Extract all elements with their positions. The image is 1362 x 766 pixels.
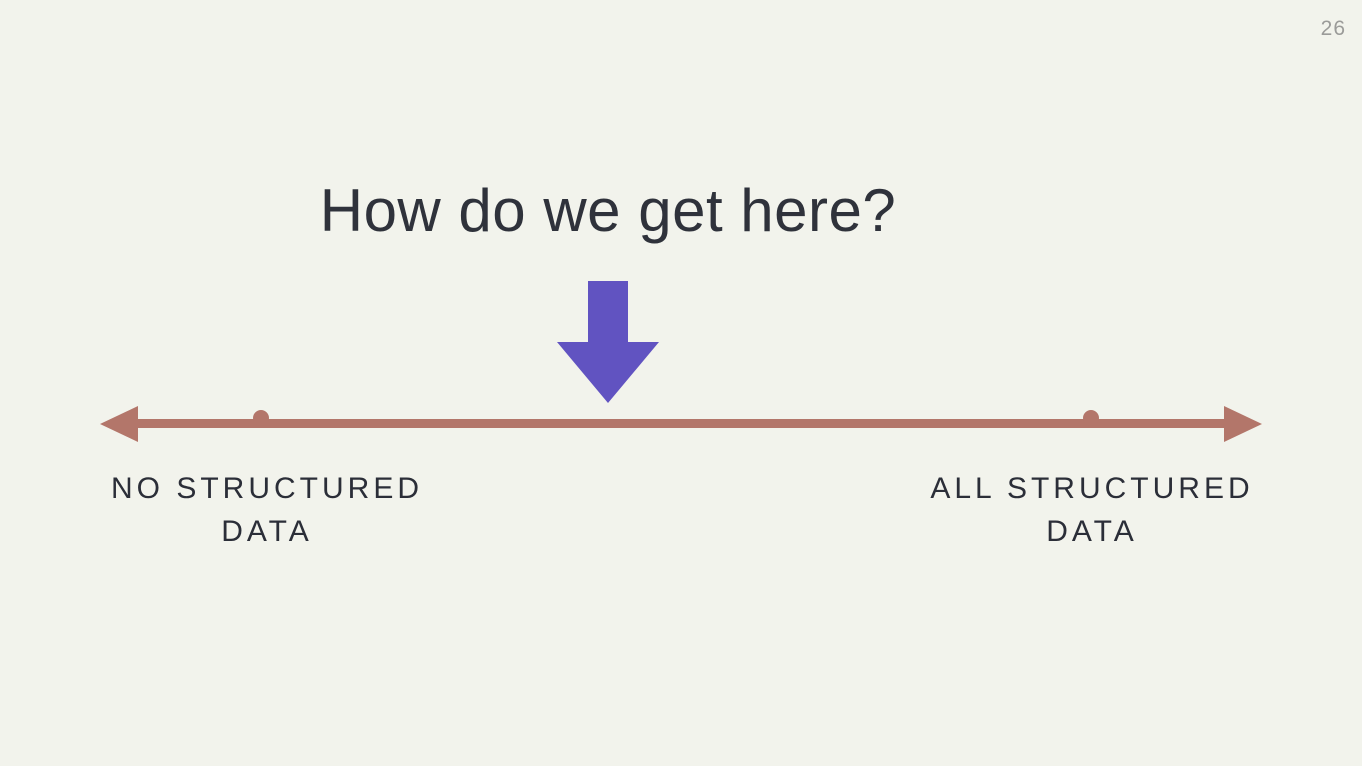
right-endpoint-label-line1: ALL STRUCTURED — [930, 472, 1254, 505]
left-arrowhead-icon — [100, 406, 138, 442]
down-arrow-icon — [557, 281, 659, 403]
right-endpoint-marker-icon — [1083, 410, 1099, 426]
left-endpoint-label-line1: NO STRUCTURED — [111, 472, 423, 505]
left-endpoint-label-line2: DATA — [221, 515, 313, 548]
right-endpoint-label: ALL STRUCTURED DATA — [887, 467, 1297, 553]
left-endpoint-marker-icon — [253, 410, 269, 426]
right-arrowhead-icon — [1224, 406, 1262, 442]
right-endpoint-label-line2: DATA — [1046, 515, 1138, 548]
spectrum-line — [130, 419, 1232, 428]
slide-title: How do we get here? — [319, 177, 897, 244]
left-endpoint-label: NO STRUCTURED DATA — [62, 467, 472, 553]
page-number: 26 — [1320, 17, 1346, 40]
